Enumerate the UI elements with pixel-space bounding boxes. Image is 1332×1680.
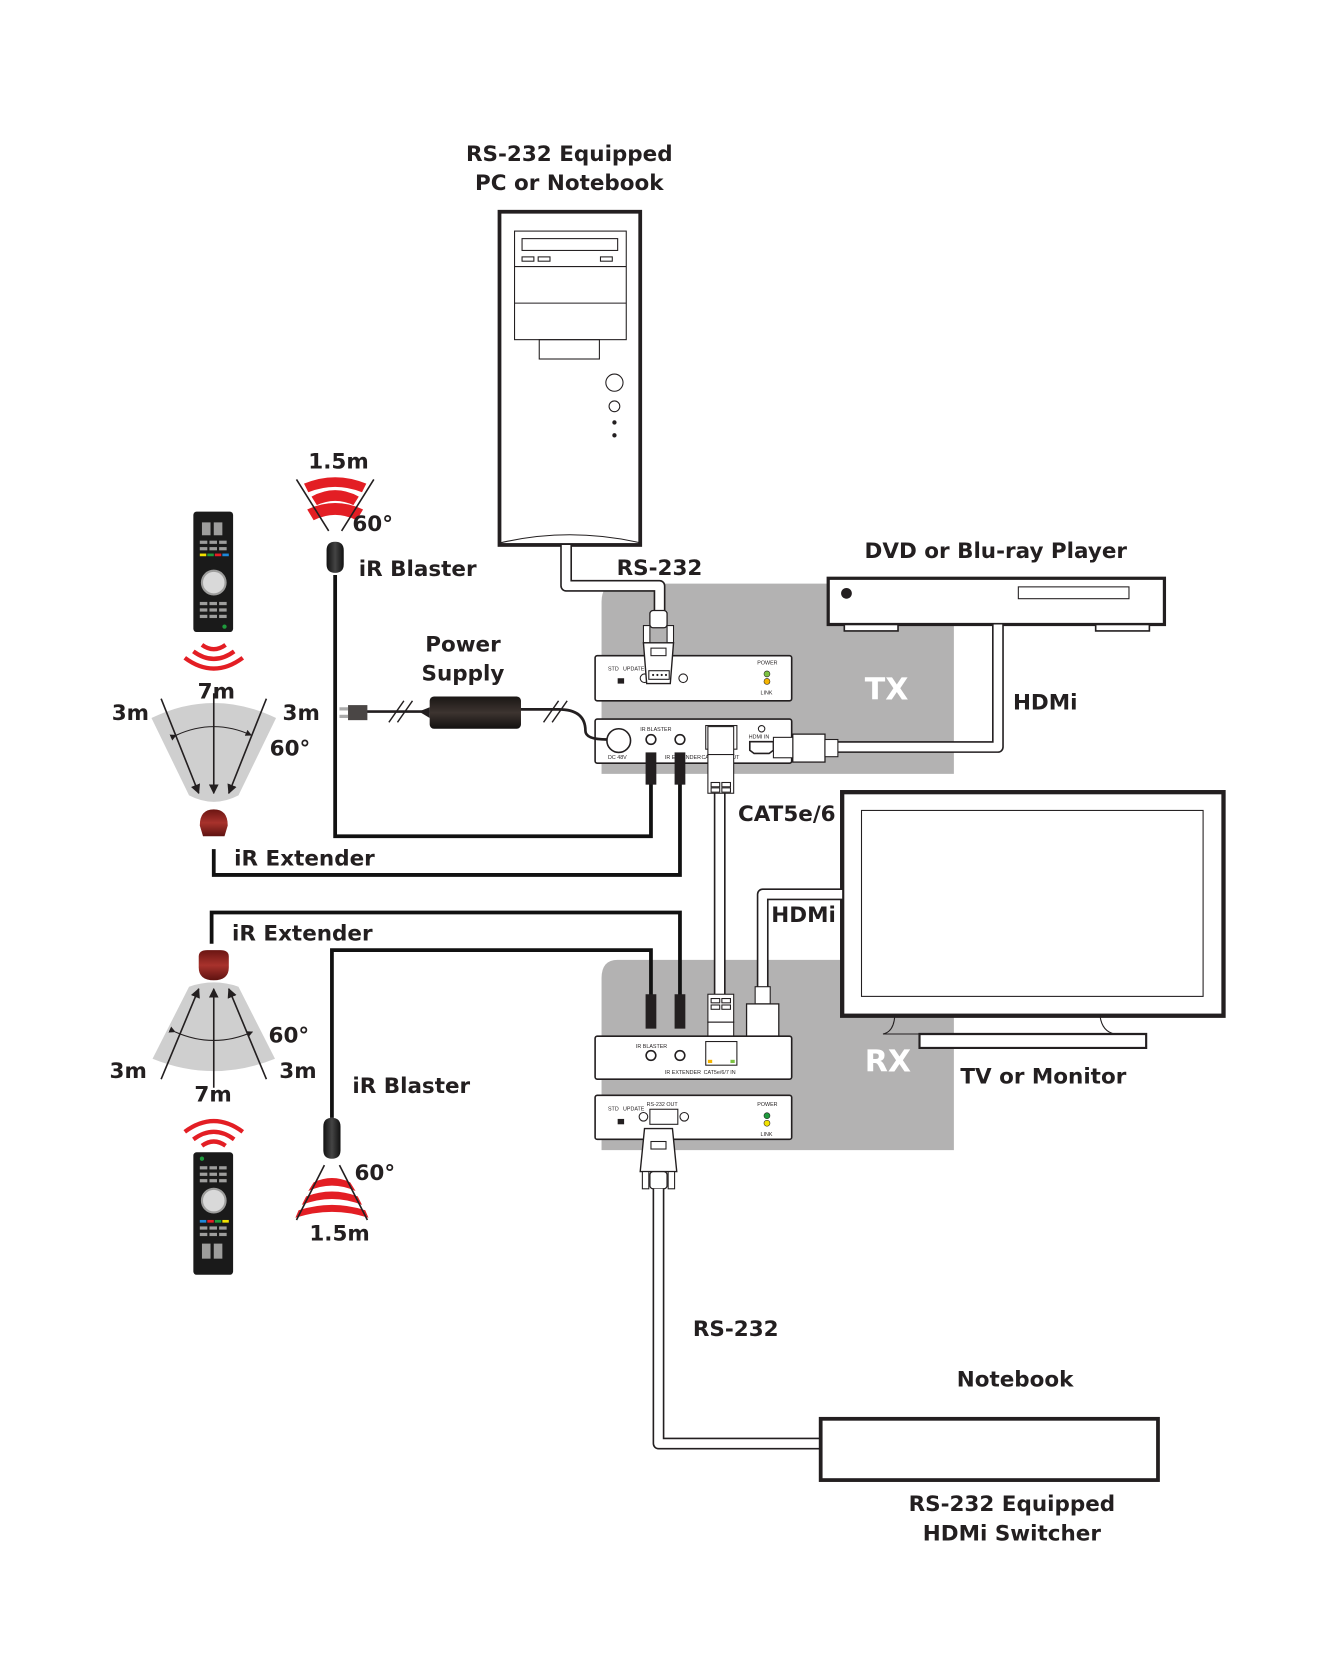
tx-ir-extender-port[interactable]: [674, 733, 686, 746]
rx-extender-angle: 60°: [269, 1024, 310, 1049]
pc-tower[interactable]: [497, 209, 643, 547]
switcher-notebook-label: Notebook: [957, 1368, 1074, 1393]
remote-control-tx: [193, 511, 234, 633]
rx-update-text: UPDATE: [623, 1106, 645, 1112]
rx-extender-range-center: 7m: [194, 1083, 231, 1108]
hdmi-cable-top: [772, 624, 1004, 763]
rs232-cable-bottom: [652, 1188, 822, 1450]
ir-blaster-beam-rx: [295, 1164, 369, 1221]
tx-update-text: UPDATE: [623, 667, 645, 673]
tx-extender-label: iR Extender: [234, 846, 375, 871]
ir-signal-waves-rx-remote: [183, 1119, 245, 1148]
power-supply-label-line1: Power: [425, 632, 501, 657]
switcher-label-line1: RS-232 Equipped: [909, 1492, 1116, 1517]
tv-monitor[interactable]: [840, 790, 1226, 1050]
tx-label: TX: [865, 673, 909, 708]
tx-ir-blaster-port[interactable]: [645, 733, 657, 746]
power-supply-label-line2: Supply: [422, 661, 505, 686]
ir-extender-range-tx: [151, 693, 277, 802]
cat-label: CAT5e/6: [738, 802, 836, 827]
dvd-player-label: DVD or Blu-ray Player: [865, 539, 1128, 564]
rx-cat-port[interactable]: [705, 1040, 738, 1066]
tx-ir-blaster-port-text: IR BLASTER: [640, 727, 671, 733]
ir-extender-sensor-tx: [199, 809, 228, 837]
rx-rs232-panel: STD UPDATE RS-232 OUT POWER LINK: [594, 1094, 793, 1141]
rx-blaster-range: 1.5m: [309, 1221, 369, 1246]
rx-ir-extender-port-text: IR EXTENDER: [665, 1070, 701, 1076]
tx-io-panel: DC 48V IR BLASTER IR EXTENDER CAT5e/6/7 …: [594, 718, 793, 764]
db9-connector-tx: [642, 609, 675, 685]
rx-link-text: LINK: [761, 1132, 773, 1138]
tx-power-led: [763, 670, 771, 678]
rx-ir-blaster-port-text: IR BLASTER: [636, 1044, 667, 1050]
ir-blaster-beam-tx: [295, 477, 375, 532]
rx-label: RX: [865, 1045, 911, 1080]
ir-blaster-emitter-rx: [323, 1117, 341, 1159]
rx-rs232-port[interactable]: [649, 1108, 679, 1125]
cat-cable: [707, 726, 735, 1049]
power-supply: [339, 696, 607, 741]
switcher-label-line2: HDMi Switcher: [923, 1521, 1102, 1546]
rx-power-led: [763, 1112, 771, 1119]
tx-blaster-angle: 60°: [352, 512, 393, 537]
hdmi-switcher[interactable]: [818, 1416, 1160, 1482]
rx-power-text: POWER: [757, 1102, 777, 1108]
rx-std-update-switch[interactable]: [617, 1118, 625, 1125]
ir-cables: [209, 575, 686, 1118]
rs232-bottom-label: RS-232: [693, 1317, 779, 1342]
ir-extender-sensor-rx: [198, 950, 229, 981]
rx-extender-range-left: 3m: [110, 1059, 147, 1084]
dvd-player[interactable]: [826, 576, 1167, 632]
tx-link-text: LINK: [761, 690, 773, 696]
pc-label-line2: PC or Notebook: [475, 171, 664, 196]
rx-link-led: [763, 1119, 771, 1127]
tx-extender-range-right: 3m: [283, 701, 320, 726]
rx-extender-range-right: 3m: [279, 1059, 316, 1084]
ir-signal-waves-tx-remote: [183, 643, 245, 671]
tx-link-led: [763, 678, 771, 685]
hdmi-bottom-label: HDMi: [771, 903, 836, 928]
remote-control-rx: [193, 1152, 234, 1275]
ir-blaster-emitter-tx: [326, 541, 344, 573]
ir-extender-range-rx: [152, 982, 275, 1088]
rx-extender-label: iR Extender: [232, 921, 373, 946]
tx-blaster-range: 1.5m: [308, 450, 368, 475]
rx-rs232-out-text: RS-232 OUT: [647, 1102, 679, 1108]
tx-hdmi-port[interactable]: [748, 740, 775, 755]
tx-std-text: STD: [608, 667, 619, 673]
rx-blaster-angle: 60°: [354, 1161, 395, 1186]
hdmi-top-label: HDMi: [1013, 690, 1078, 715]
rx-ir-extender-port[interactable]: [674, 1049, 686, 1062]
tx-blaster-label: iR Blaster: [359, 557, 477, 582]
rs232-top-label: RS-232: [617, 556, 703, 581]
rx-ir-blaster-port[interactable]: [645, 1049, 657, 1062]
tx-power-text: POWER: [757, 660, 777, 666]
db9-connector-rx: [639, 1127, 678, 1190]
tx-rs232-panel: STD UPDATE POWER LINK: [594, 654, 793, 702]
tv-label: TV or Monitor: [960, 1064, 1126, 1089]
tx-extender-range-left: 3m: [112, 701, 149, 726]
rx-cat-port-text: CAT5e/6/7 IN: [704, 1070, 736, 1076]
rs232-cable-top: [560, 544, 666, 613]
pc-label-line1: RS-232 Equipped: [466, 142, 673, 167]
tx-dc-text: DC 48V: [608, 755, 627, 761]
tx-std-update-switch[interactable]: [617, 678, 625, 684]
rx-blaster-label: iR Blaster: [352, 1074, 470, 1099]
tx-hdmi-port-text: HDMI IN: [749, 734, 770, 740]
tx-extender-range-center: 7m: [198, 680, 235, 705]
rx-std-text: STD: [608, 1106, 619, 1112]
rx-io-panel: IR BLASTER IR EXTENDER CAT5e/6/7 IN: [594, 1035, 793, 1080]
tx-extender-angle: 60°: [270, 737, 311, 762]
tx-dc-port[interactable]: [606, 727, 632, 754]
